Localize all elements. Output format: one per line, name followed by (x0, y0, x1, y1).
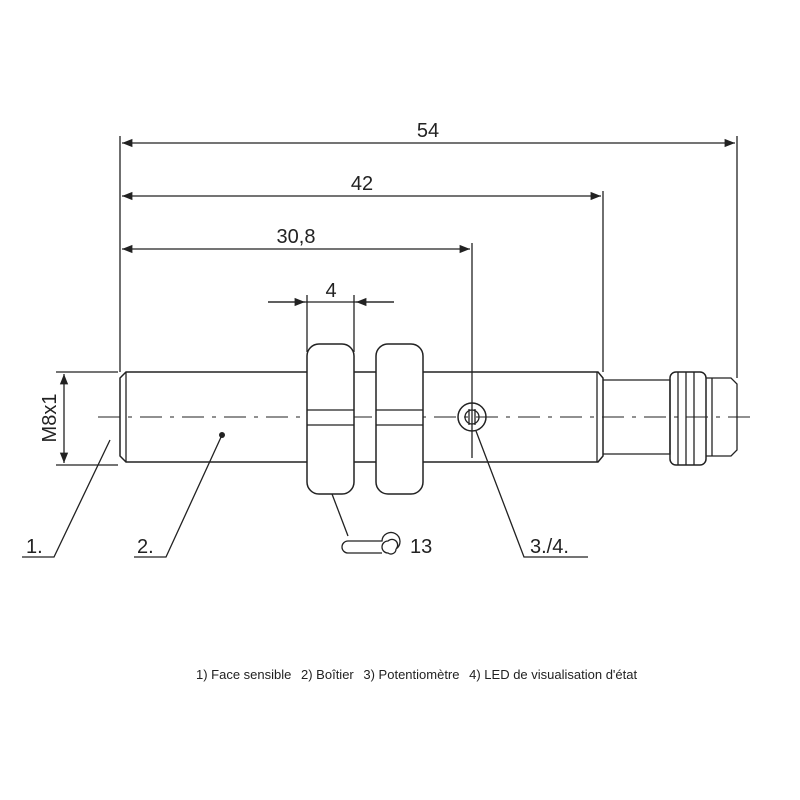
wrench-size-label: 13 (410, 536, 432, 558)
dimension-label-4: 4 (325, 280, 336, 302)
legend: 1) Face sensible 2) Boîtier 3) Potentiom… (196, 667, 643, 682)
connector-end (706, 377, 738, 457)
legend-item-4: 4) LED de visualisation d'état (469, 667, 638, 682)
leader-line-2 (134, 434, 223, 558)
callout-label-3-4: 3./4. (530, 536, 569, 558)
dimension-label-30-8: 30,8 (277, 226, 316, 248)
callout-label-1: 1. (26, 536, 43, 558)
connector-nut (669, 371, 707, 466)
potentiometer-led-outer (457, 402, 487, 432)
legend-item-1: 1) Face sensible (196, 667, 292, 682)
dimension-label-42: 42 (351, 173, 373, 195)
wrench-icon (341, 531, 401, 555)
leader-line-wrench (331, 493, 349, 537)
dimension-label-54: 54 (417, 120, 439, 142)
dimension-label-thread: M8x1 (39, 394, 61, 443)
potentiometer-led-inner (464, 409, 480, 425)
legend-item-2: 2) Boîtier (301, 667, 354, 682)
lock-nut-left (306, 343, 355, 495)
callout-label-2: 2. (137, 536, 154, 558)
lock-nut-right (375, 343, 424, 495)
leader-line-1 (22, 439, 111, 558)
threaded-body (119, 371, 604, 463)
legend-item-3: 3) Potentiomètre (363, 667, 460, 682)
leader-line-3-4 (475, 430, 588, 558)
